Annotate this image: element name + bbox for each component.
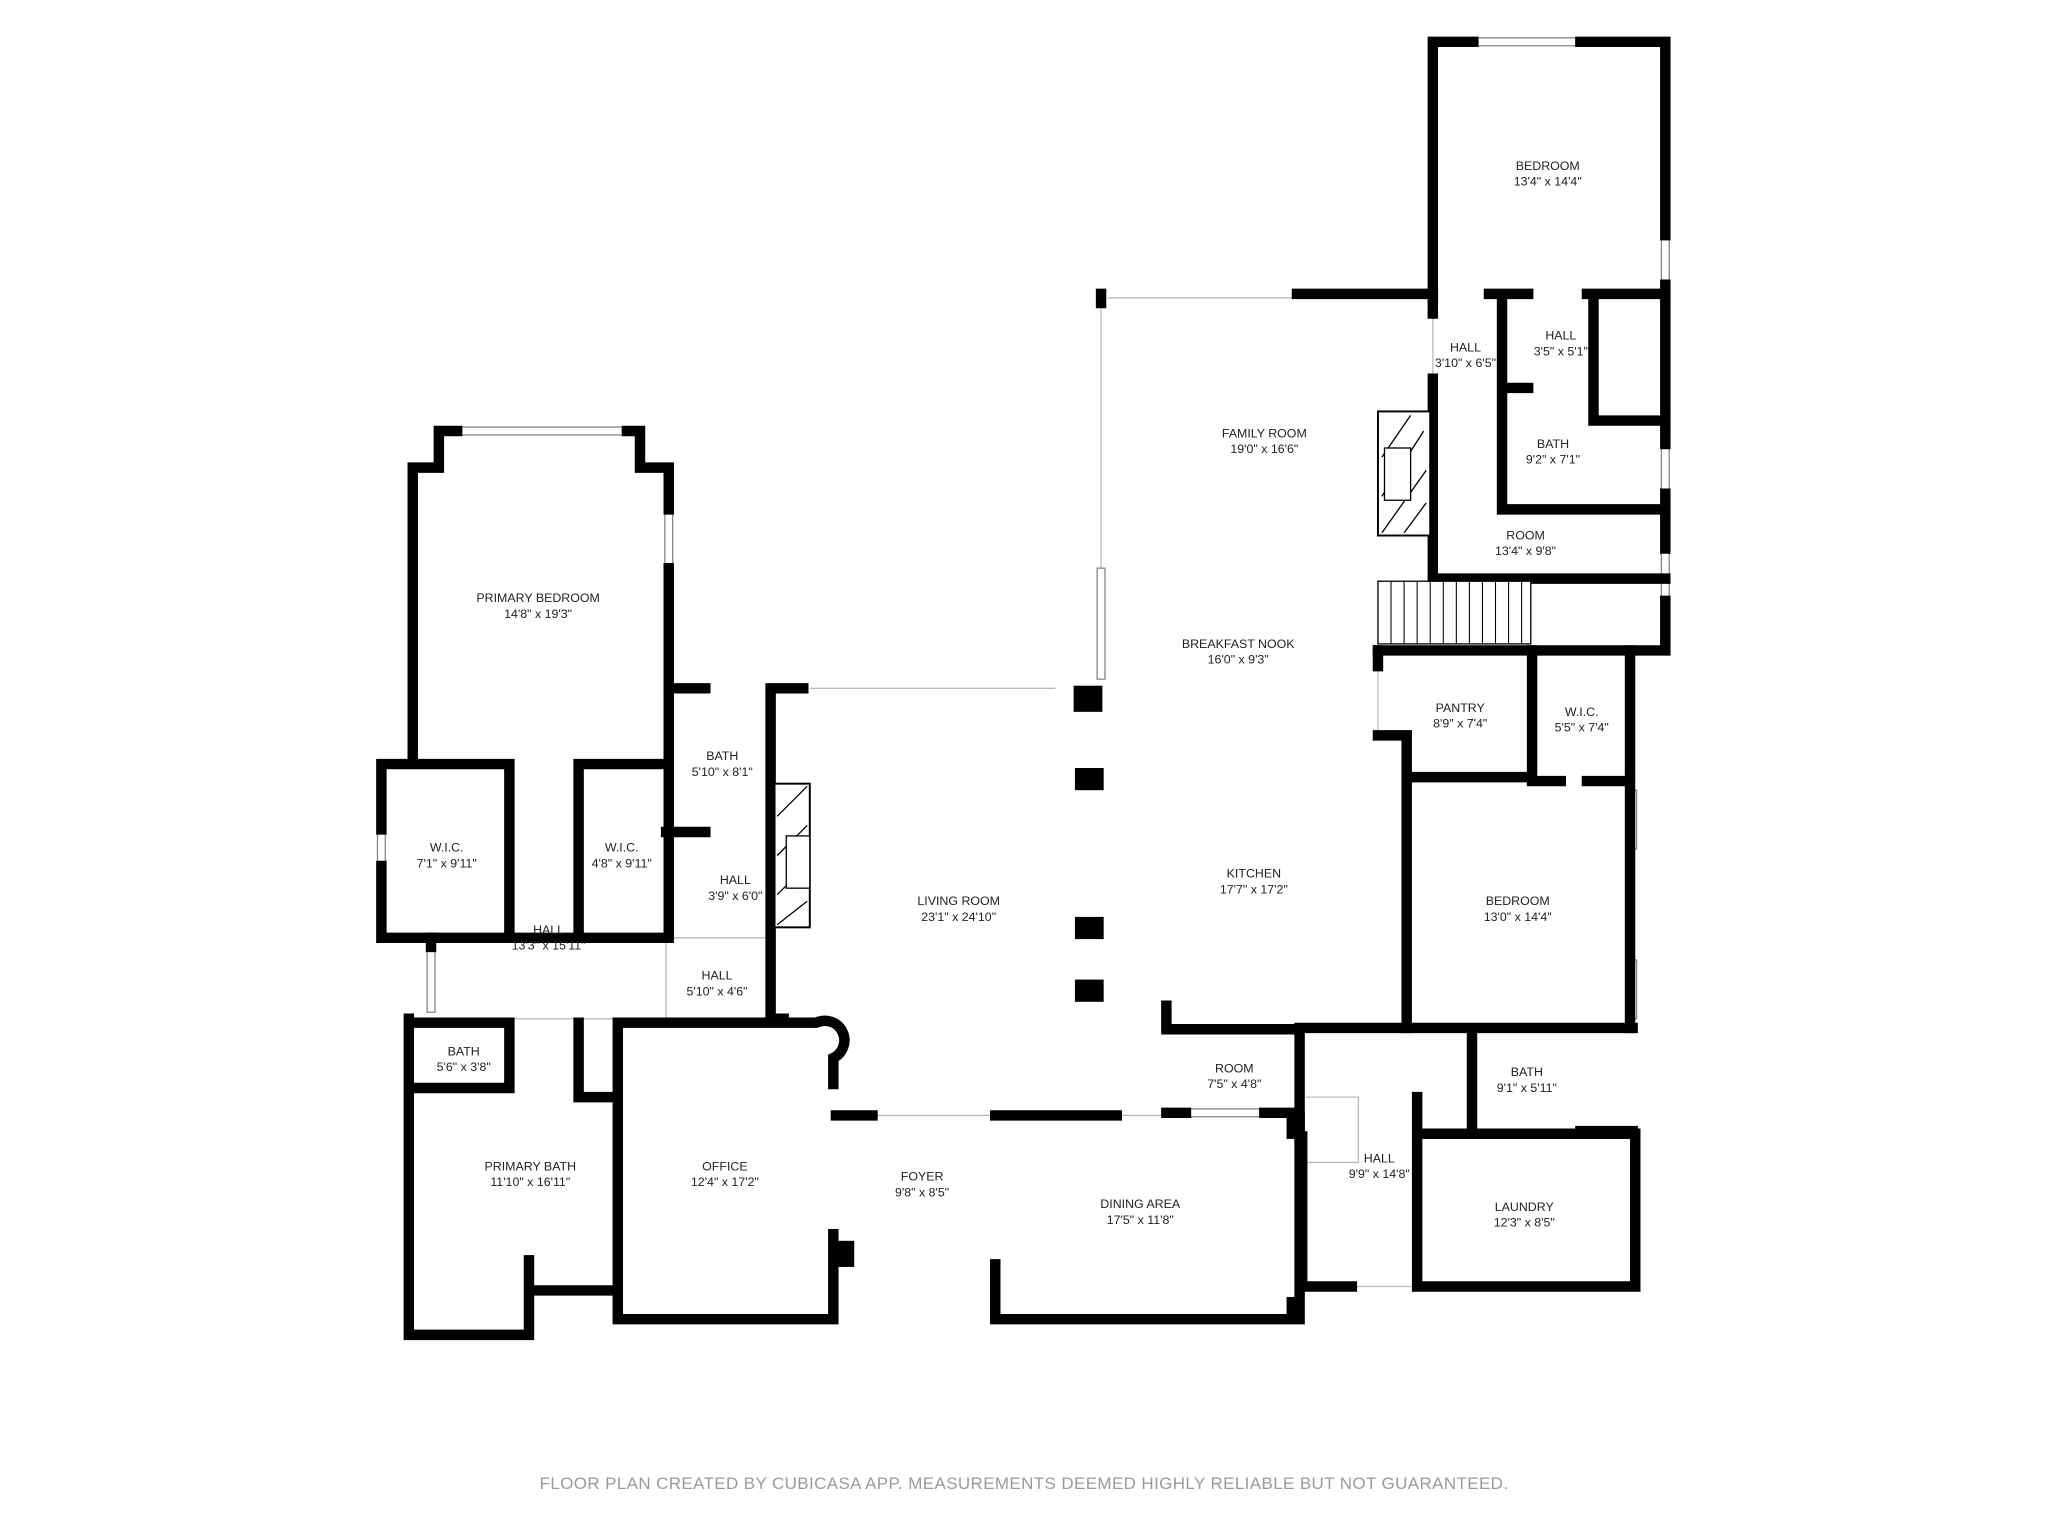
- room-size: 9'1" x 5'11": [1497, 1081, 1557, 1095]
- room-size: 13'4" x 9'8": [1495, 544, 1556, 558]
- room-size: 13'4" x 14'4": [1514, 174, 1582, 188]
- room-size: 17'7" x 17'2": [1220, 882, 1288, 896]
- room-name: HALL: [1450, 340, 1481, 354]
- room-size: 17'5" x 11'8": [1107, 1213, 1174, 1227]
- room-size: 9'8" x 8'5": [895, 1185, 949, 1199]
- room-size: 7'5" x 4'8": [1207, 1077, 1261, 1091]
- room-name: BATH: [448, 1044, 480, 1058]
- room-name: HALL: [720, 873, 751, 887]
- fireplace: [773, 410, 1432, 929]
- room-name: PANTRY: [1436, 701, 1485, 715]
- room-name: BATH: [1511, 1065, 1543, 1079]
- room-size: 14'8" x 19'3": [504, 607, 572, 621]
- room-name: LIVING ROOM: [917, 894, 1000, 908]
- room-size: 12'4" x 17'2": [691, 1175, 759, 1189]
- room-size: 12'3" x 8'5": [1494, 1215, 1555, 1229]
- room-name: PRIMARY BATH: [484, 1159, 576, 1173]
- room-size: 13'0" x 14'4": [1484, 910, 1552, 924]
- columns: [835, 685, 1303, 1320]
- room-name: HALL: [1545, 329, 1576, 343]
- disclaimer-footer: FLOOR PLAN CREATED BY CUBICASA APP. MEAS…: [540, 1474, 1509, 1493]
- room-size: 11'10" x 16'11": [490, 1175, 570, 1189]
- room-labels: BEDROOM 13'4" x 14'4" HALL 3'10" x 6'5" …: [417, 159, 1609, 1230]
- room-name: ROOM: [1506, 528, 1545, 542]
- room-size: 5'10" x 8'1": [692, 765, 753, 779]
- room-name: FOYER: [901, 1170, 944, 1184]
- room-name: OFFICE: [702, 1159, 747, 1173]
- room-size: 5'5" x 7'4": [1555, 720, 1609, 734]
- room-name: W.I.C.: [430, 841, 464, 855]
- room-size: 8'9" x 7'4": [1433, 717, 1487, 731]
- walls: [376, 36, 1671, 1341]
- room-name: PRIMARY BEDROOM: [476, 591, 599, 605]
- room-size: 23'1" x 24'10": [921, 910, 996, 924]
- room-size: 5'6" x 3'8": [437, 1060, 491, 1074]
- room-size: 5'10" x 4'6": [687, 984, 748, 998]
- room-size: 3'9" x 6'0": [708, 889, 762, 903]
- room-size: 16'0" x 9'3": [1208, 653, 1269, 667]
- room-size: 7'1" x 9'11": [417, 856, 477, 870]
- room-size: 13'3" x 15'11": [512, 939, 586, 953]
- room-name: HALL: [702, 969, 733, 983]
- room-name: KITCHEN: [1227, 867, 1281, 881]
- room-name: HALL: [533, 923, 564, 937]
- room-size: 19'0" x 16'6": [1230, 442, 1298, 456]
- room-name: W.I.C.: [1565, 705, 1599, 719]
- room-size: 4'8" x 9'11": [592, 856, 652, 870]
- stairs: [1377, 580, 1532, 645]
- room-name: BEDROOM: [1486, 894, 1550, 908]
- room-size: 9'2" x 7'1": [1526, 453, 1580, 467]
- room-name: BREAKFAST NOOK: [1182, 637, 1295, 651]
- room-size: 3'10" x 6'5": [1435, 356, 1496, 370]
- room-name: FAMILY ROOM: [1222, 427, 1307, 441]
- room-name: LAUNDRY: [1495, 1200, 1554, 1214]
- room-name: HALL: [1364, 1151, 1395, 1165]
- room-name: ROOM: [1215, 1061, 1254, 1075]
- room-name: W.I.C.: [605, 841, 639, 855]
- room-name: BEDROOM: [1516, 159, 1580, 173]
- room-name: BATH: [1537, 437, 1569, 451]
- room-size: 3'5" x 5'1": [1534, 344, 1588, 358]
- room-name: DINING AREA: [1100, 1197, 1181, 1211]
- room-name: BATH: [706, 749, 738, 763]
- room-size: 9'9" x 14'8": [1349, 1167, 1410, 1181]
